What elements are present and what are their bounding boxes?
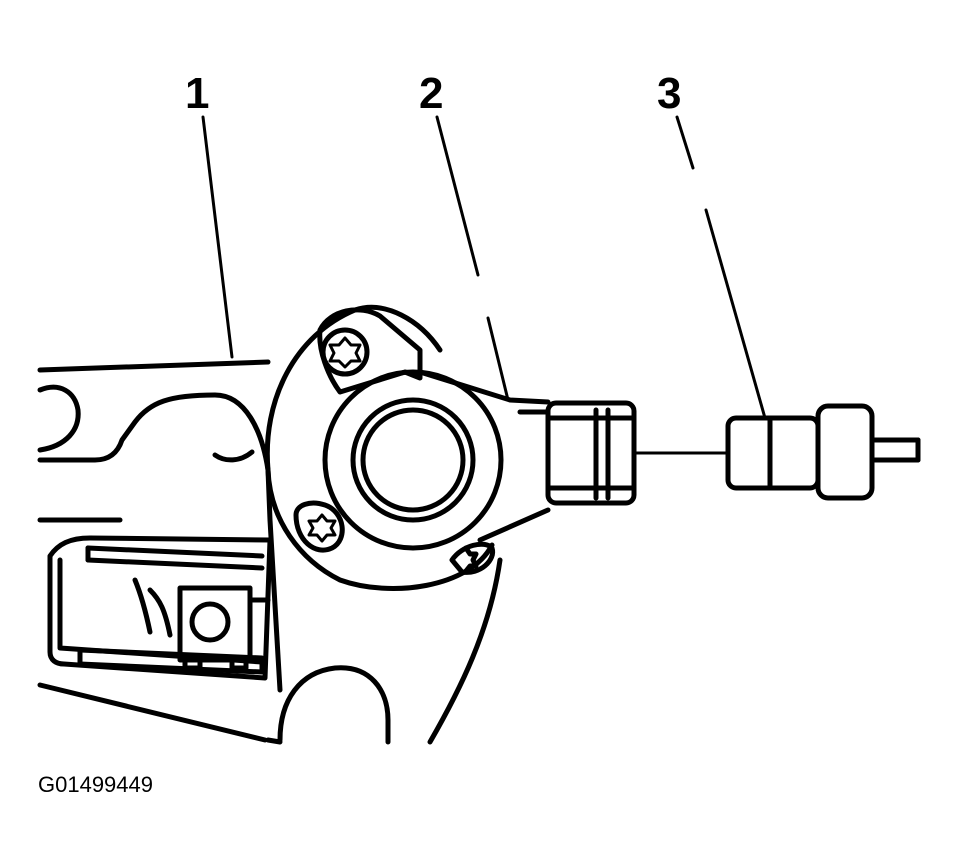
callout-number-3: 3 xyxy=(657,69,682,118)
transmission-housing xyxy=(37,359,503,745)
speed-sensor xyxy=(264,304,637,591)
figure-id: G01499449 xyxy=(38,772,153,797)
callout-number-1: 1 xyxy=(185,69,210,118)
leader-line-2-upper xyxy=(435,115,480,277)
leader-line-2-lower xyxy=(486,316,510,402)
leader-line-1 xyxy=(201,115,234,359)
leader-line-3-lower xyxy=(704,208,767,420)
leader-line-3-upper xyxy=(675,115,695,170)
harness-connector xyxy=(725,403,921,501)
leader-lines xyxy=(201,115,767,420)
callout-number-2: 2 xyxy=(419,69,444,118)
